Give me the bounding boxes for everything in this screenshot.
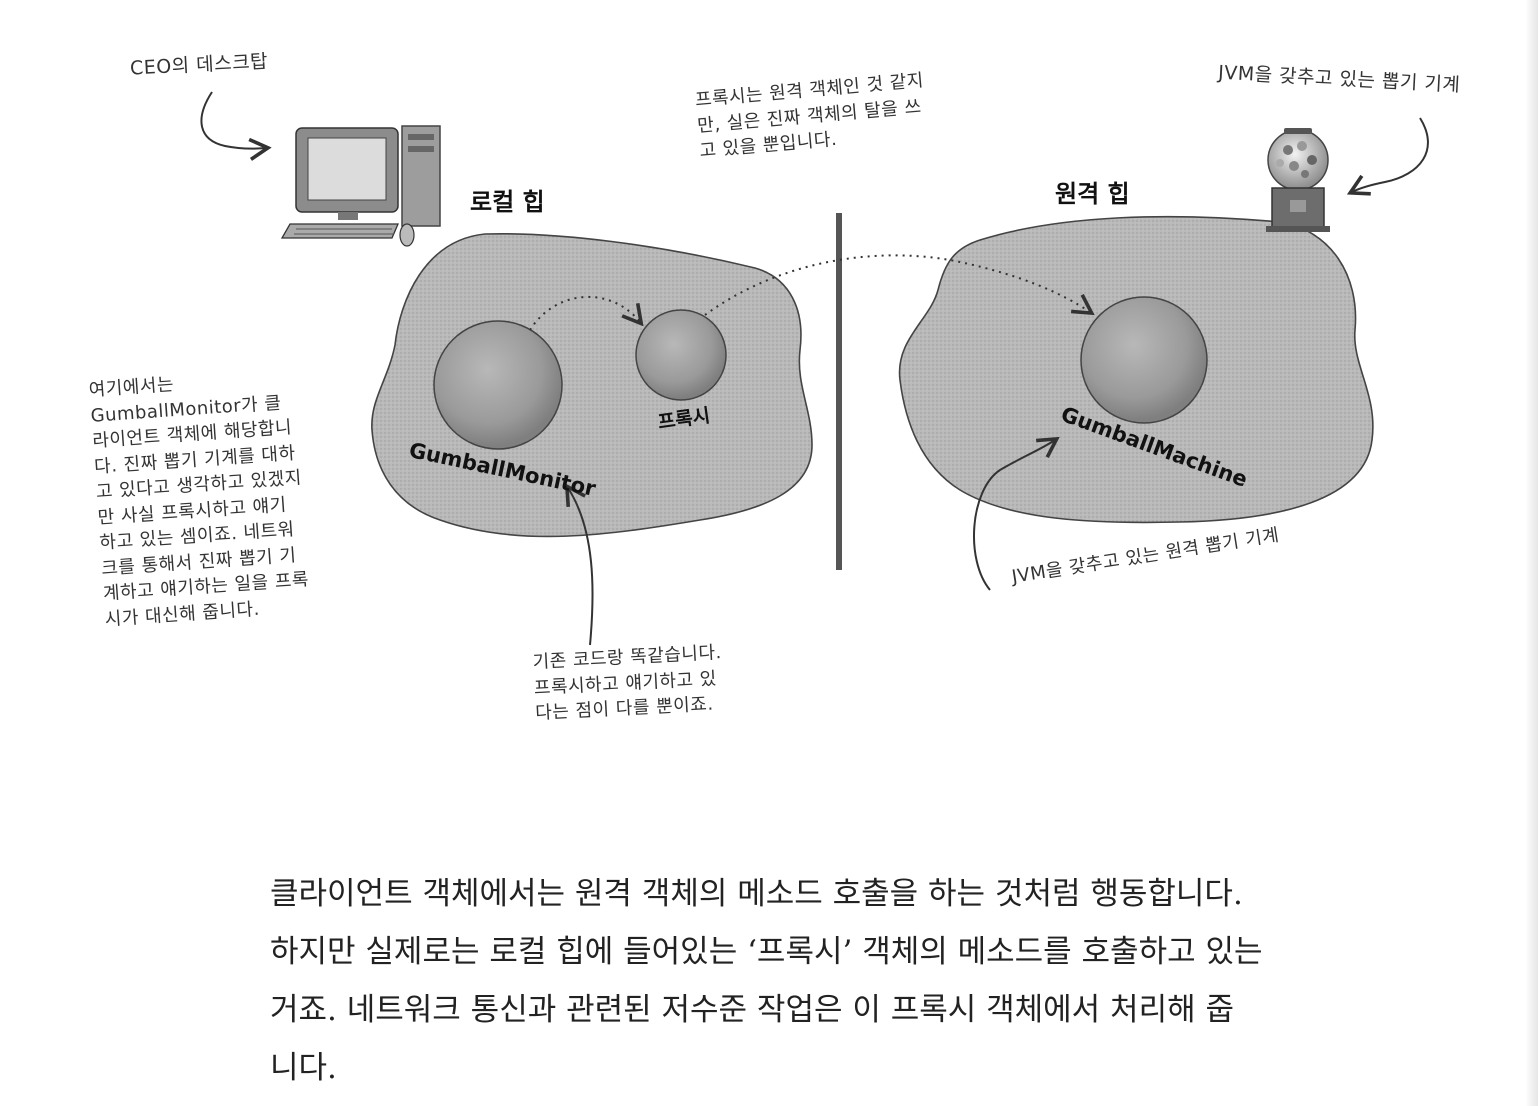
ceo-desktop-arrow [200, 91, 272, 161]
gumball-machine-sphere [1080, 296, 1208, 424]
proxy-sphere [635, 309, 727, 401]
proxy-to-machine-call [704, 254, 1095, 316]
code-note-arrow [564, 483, 594, 646]
remote-heap-label: 원격 힙 [1055, 180, 1130, 208]
gumball-monitor-sphere [433, 320, 563, 450]
client-note: 여기에서는 GumballMonitor가 클 라이언트 객체에 해당합니 다.… [88, 364, 312, 633]
jvm-machine-bottom-arrow [973, 436, 1060, 591]
jvm-machine-top-arrow [1346, 117, 1429, 196]
body-line: 하지만 실제로는 로컬 힙에 들어있는 ‘프록시’ 객체의 메소드를 호출하고 … [270, 934, 1263, 970]
body-line: 니다. [270, 1050, 337, 1086]
body-line: 거죠. 네트워크 통신과 관련된 저수준 작업은 이 프록시 객체에서 처리해 … [270, 992, 1234, 1028]
code-note: 기존 코드랑 똑같습니다. 프록시하고 얘기하고 있 다는 점이 다를 뿐이죠. [532, 640, 725, 726]
monitor-to-proxy-call [529, 295, 644, 331]
local-heap-label: 로컬 힙 [470, 188, 545, 216]
page-edge-shadow [1526, 0, 1538, 1106]
desktop-computer-icon [280, 125, 441, 247]
body-line: 클라이언트 객체에서는 원격 객체의 메소드 호출을 하는 것처럼 행동합니다. [270, 876, 1243, 912]
body-paragraph: 클라이언트 객체에서는 원격 객체의 메소드 호출을 하는 것처럼 행동합니다.… [270, 865, 1350, 1097]
local-heap-blob [371, 233, 813, 538]
network-divider [836, 213, 842, 570]
gumball-machine-icon [1266, 128, 1330, 232]
